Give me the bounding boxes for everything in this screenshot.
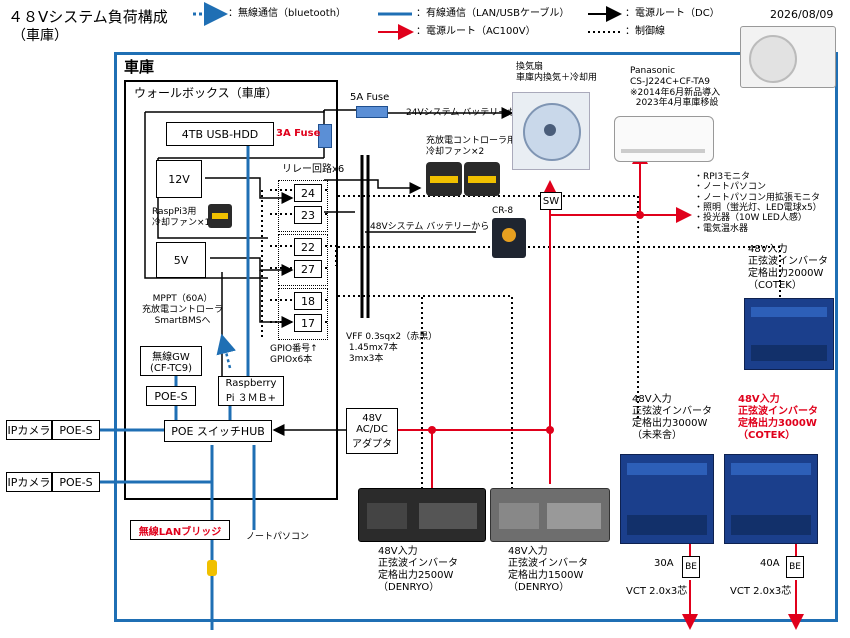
relay-group-1 bbox=[278, 180, 328, 232]
ac-loads-list: ・RPI3モニタ ・ノートパソコン ・ノートパソコン用拡張モニタ ・照明（蛍光灯… bbox=[694, 172, 822, 234]
aircon-label: Panasonic CS-J224C+CF-TA9 ※2014年6月新品導入 2… bbox=[630, 66, 721, 109]
wireless-lan-bridge-label: 無線LANブリッジ bbox=[138, 526, 222, 538]
legend-wireless: ：無線通信（bluetooth） bbox=[228, 8, 347, 19]
vff-label: VFF 0.3sqx2（赤黒） 1.45mx7本 3mx3本 bbox=[346, 332, 438, 364]
aircon-indoor-icon bbox=[614, 116, 714, 162]
relay-24: 24 bbox=[294, 184, 322, 202]
gpio-label: GPIO番号↑ GPIOx6本 bbox=[270, 344, 318, 365]
fuse-5a bbox=[356, 106, 388, 118]
denryo2500-icon bbox=[358, 488, 486, 542]
breaker-30a: BE bbox=[682, 556, 700, 578]
wallbox-label: ウォールボックス（車庫） bbox=[134, 86, 278, 100]
denryo1500-icon bbox=[490, 488, 610, 542]
relay-17: 17 bbox=[294, 314, 322, 332]
cotek3000-label: 48V入力 正弦波インバータ 定格出力3000W （COTEK） bbox=[738, 394, 818, 441]
ip-camera-1: IPカメラ bbox=[6, 420, 52, 440]
inv3000-icon bbox=[620, 454, 714, 544]
legend-control: ：制御線 bbox=[625, 26, 665, 37]
breaker-40a-amp: 40A bbox=[760, 558, 780, 569]
aircon-outdoor-icon bbox=[740, 26, 836, 88]
relay-group-2 bbox=[278, 234, 328, 286]
cr8-controller-icon bbox=[492, 218, 526, 258]
inv3000-label: 48V入力 正弦波インバータ 定格出力3000W （未来舎） bbox=[632, 394, 712, 441]
dc-5v: 5V bbox=[156, 242, 206, 278]
acdc-adapter: 48V AC/DC アダプタ bbox=[346, 408, 398, 454]
fuse-3a bbox=[318, 124, 332, 148]
bridge-connector-icon bbox=[207, 560, 217, 576]
ip-camera-2: IPカメラ bbox=[6, 472, 52, 492]
breaker-30a-cable: VCT 2.0x3芯 bbox=[626, 586, 688, 597]
wireless-lan-bridge: 無線LANブリッジ bbox=[130, 520, 230, 540]
denryo2500-label: 48V入力 正弦波インバータ 定格出力2500W （DENRYO） bbox=[378, 546, 458, 593]
cotek2000-icon bbox=[744, 298, 834, 370]
relay-title: リレー回路x6 bbox=[282, 164, 345, 175]
breaker-40a-cable: VCT 2.0x3芯 bbox=[730, 586, 792, 597]
raspberry-pi: Raspberry Pi ３ＭＢ+ bbox=[218, 376, 284, 406]
page-subtitle: （車庫） bbox=[12, 28, 68, 44]
controller-fan-1 bbox=[426, 162, 462, 196]
breaker-40a: BE bbox=[786, 556, 804, 578]
ip-camera-1-poe: POE-S bbox=[52, 420, 100, 440]
legend-wired: ：有線通信（LAN/USBケーブル） bbox=[416, 8, 570, 19]
pi-fan-label: RaspPi3用 冷却ファン×1 bbox=[152, 207, 211, 228]
controller-fans-label: 充放電コントローラ用 冷却ファン×2 bbox=[426, 136, 517, 157]
denryo1500-label: 48V入力 正弦波インバータ 定格出力1500W （DENRYO） bbox=[508, 546, 588, 593]
fuse-3a-label: 3A Fuse bbox=[276, 128, 321, 139]
date-label: 2026/08/09 bbox=[770, 8, 834, 21]
poe-switch-hub: POE スイッチHUB bbox=[164, 420, 272, 442]
cr8-label: CR-8 bbox=[492, 206, 514, 216]
wireless-gw: 無線GW (CF-TC9) bbox=[140, 346, 202, 376]
garage-frame bbox=[114, 52, 838, 622]
ventilation-fan-icon bbox=[512, 92, 590, 170]
ip-camera-2-poe: POE-S bbox=[52, 472, 100, 492]
relay-27: 27 bbox=[294, 260, 322, 278]
controller-fan-2 bbox=[464, 162, 500, 196]
cotek3000-icon bbox=[724, 454, 818, 544]
page-title: ４８Vシステム負荷構成 bbox=[8, 8, 168, 26]
legend-dc: ：電源ルート（DC） bbox=[625, 8, 720, 19]
dc-12v: 12V bbox=[156, 160, 202, 198]
relay-group-3 bbox=[278, 288, 328, 340]
ventilation-label: 換気扇 車庫内換気＋冷却用 bbox=[516, 62, 598, 83]
garage-frame-right bbox=[835, 52, 838, 622]
breaker-30a-amp: 30A bbox=[654, 558, 674, 569]
poe-s-wallbox: POE-S bbox=[146, 386, 196, 406]
relay-18: 18 bbox=[294, 292, 322, 310]
relay-23: 23 bbox=[294, 206, 322, 224]
battery48-label: 48Vシステム バッテリーから bbox=[370, 222, 490, 232]
sw-switch: SW bbox=[540, 192, 562, 210]
relay-22: 22 bbox=[294, 238, 322, 256]
mppt-label: MPPT（60A） 充放電コントローラ SmartBMSへ bbox=[142, 294, 224, 326]
legend-ac: ：電源ルート（AC100V） bbox=[416, 26, 536, 37]
pi-fan-icon bbox=[208, 204, 232, 228]
fuse-5a-label: 5A Fuse bbox=[350, 92, 390, 103]
garage-label: 車庫 bbox=[124, 58, 155, 76]
usb-hdd: 4TB USB-HDD bbox=[166, 122, 274, 146]
notebook-label: ノートパソコン bbox=[246, 532, 310, 542]
cotek2000-label: 48V入力 正弦波インバータ 定格出力2000W （COTEK） bbox=[748, 244, 828, 291]
battery24-label: 24Vシステム バッテリーから bbox=[406, 108, 526, 118]
